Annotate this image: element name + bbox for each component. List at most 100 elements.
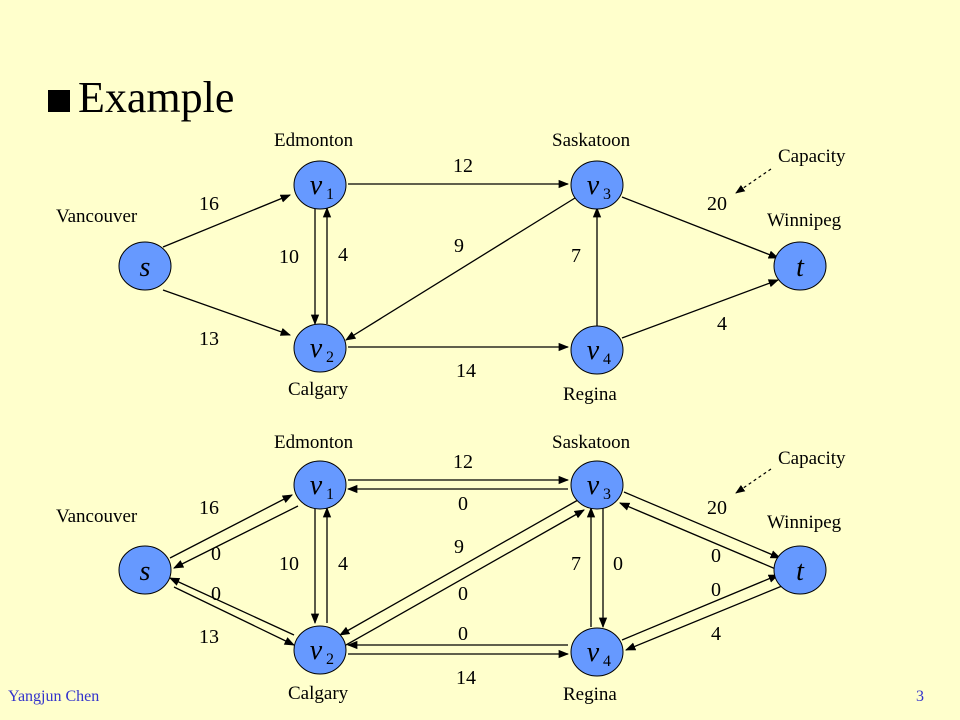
edge-label: 7	[571, 553, 581, 575]
edge-t-v3	[619, 502, 779, 571]
edge-label: 14	[456, 667, 476, 689]
city-label-saskatoon: Saskatoon	[552, 432, 631, 453]
city-label-winnipeg: Winnipeg	[767, 512, 842, 533]
edge-label: 12	[453, 155, 473, 177]
node-s: s	[118, 545, 172, 595]
edge-label: 13	[199, 626, 219, 648]
edge-v3-t	[621, 196, 779, 259]
edge-label: 0	[458, 583, 468, 605]
edge-label: 0	[211, 543, 221, 565]
svg-text:3: 3	[603, 486, 611, 503]
svg-text:2: 2	[326, 651, 334, 668]
edge-label: 12	[453, 451, 473, 473]
square-bullet-icon	[48, 89, 70, 112]
svg-text:4: 4	[603, 653, 611, 670]
node-v1: v 1	[293, 460, 347, 510]
footer-author: Yangjun Chen	[8, 688, 100, 705]
node-v4: v 4	[570, 325, 624, 375]
city-label-saskatoon: Saskatoon	[552, 130, 631, 151]
edge-s-v1	[169, 494, 293, 559]
svg-text:2: 2	[326, 349, 334, 366]
edge-label: 9	[454, 536, 464, 558]
svg-text:s: s	[140, 252, 151, 283]
svg-text:v: v	[587, 637, 600, 668]
node-v3: v 3	[570, 160, 624, 210]
svg-text:v: v	[310, 470, 323, 501]
city-label-vancouver: Vancouver	[56, 506, 138, 527]
edge-label: 13	[199, 328, 219, 350]
capacity-pointer	[735, 168, 772, 194]
node-t: t	[773, 241, 827, 291]
edge-label: 0	[711, 545, 721, 567]
svg-text:3: 3	[603, 186, 611, 203]
node-v2: v 2	[293, 625, 347, 675]
svg-text:t: t	[796, 556, 805, 587]
diagram-2: s v 1 v 2 v 3 v 4	[56, 432, 846, 705]
node-s: s	[118, 241, 172, 291]
footer-page-number: 3	[916, 688, 924, 705]
city-label-regina: Regina	[563, 684, 617, 705]
svg-text:4: 4	[603, 351, 611, 368]
edge-label: 16	[199, 497, 219, 519]
edge-label: 0	[711, 579, 721, 601]
edge-v1-s	[173, 505, 299, 569]
edge-label: 20	[707, 497, 727, 519]
city-label-edmonton: Edmonton	[274, 432, 354, 453]
edge-v2-v3	[345, 509, 585, 646]
edge-label: 4	[717, 313, 727, 335]
edge-s-v2	[162, 289, 291, 336]
svg-text:v: v	[310, 333, 323, 364]
capacity-label: Capacity	[778, 448, 846, 469]
edge-v4-t	[621, 279, 779, 339]
edge-label: 7	[571, 245, 581, 267]
capacity-label: Capacity	[778, 146, 846, 167]
edge-s-v1	[162, 194, 291, 248]
edge-label: 10	[279, 246, 299, 268]
node-t: t	[773, 545, 827, 595]
slide-title-row: Example	[48, 72, 234, 123]
city-label-vancouver: Vancouver	[56, 206, 138, 227]
edge-label: 20	[707, 193, 727, 215]
svg-text:1: 1	[326, 486, 334, 503]
edge-label: 16	[199, 193, 219, 215]
svg-text:v: v	[310, 635, 323, 666]
svg-text:1: 1	[326, 186, 334, 203]
svg-text:t: t	[796, 252, 805, 283]
city-label-winnipeg: Winnipeg	[767, 210, 842, 231]
edge-s-v2	[173, 586, 295, 646]
svg-text:v: v	[587, 335, 600, 366]
node-v2: v 2	[293, 323, 347, 373]
edge-label: 14	[456, 360, 476, 382]
edge-label: 0	[458, 493, 468, 515]
city-label-calgary: Calgary	[288, 683, 349, 704]
edge-label: 4	[711, 623, 721, 645]
capacity-pointer	[735, 468, 772, 494]
svg-text:v: v	[587, 170, 600, 201]
edge-v4-t	[621, 574, 779, 641]
node-v4: v 4	[570, 627, 624, 677]
edge-t-v4	[625, 585, 783, 651]
city-label-edmonton: Edmonton	[274, 130, 354, 151]
city-label-regina: Regina	[563, 384, 617, 405]
edge-label: 0	[458, 623, 468, 645]
edge-v3-v2	[339, 499, 579, 636]
node-v3: v 3	[570, 460, 624, 510]
edge-label: 0	[613, 553, 623, 575]
svg-text:s: s	[140, 556, 151, 587]
edge-label: 0	[211, 583, 221, 605]
slide-title: Example	[78, 73, 235, 122]
edge-v2-s	[169, 577, 295, 636]
diagram-1: s v 1 v 2 v 3 v 4	[56, 130, 846, 405]
edge-label: 9	[454, 235, 464, 257]
edge-v3-t	[623, 491, 781, 559]
edge-v3-v2	[345, 197, 576, 341]
svg-text:v: v	[310, 170, 323, 201]
svg-text:v: v	[587, 470, 600, 501]
edge-label: 4	[338, 553, 348, 575]
node-v1: v 1	[293, 160, 347, 210]
edge-label: 4	[338, 244, 348, 266]
city-label-calgary: Calgary	[288, 379, 349, 400]
edge-label: 10	[279, 553, 299, 575]
